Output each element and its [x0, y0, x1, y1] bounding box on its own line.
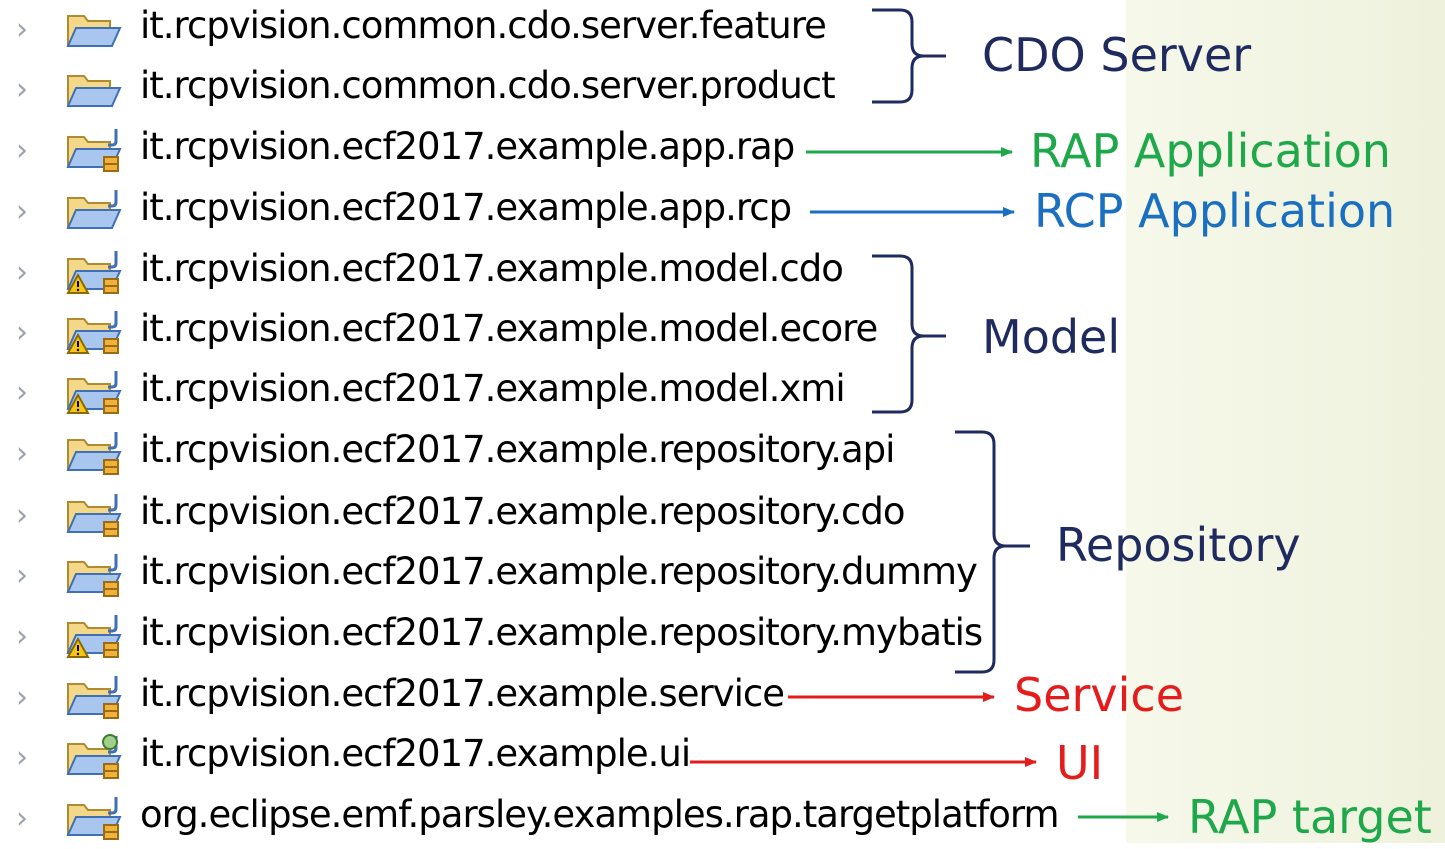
folder-icon: [66, 66, 124, 116]
plugin-warning-icon: [66, 613, 124, 663]
project-name: it.rcpvision.ecf2017.example.ui: [140, 732, 691, 775]
tree-row[interactable]: › it.rcpvision.ecf2017.example.model.ecor…: [0, 303, 1100, 363]
plugin-warning-icon: [66, 369, 124, 419]
chevron-right-icon[interactable]: ›: [16, 315, 28, 350]
chevron-right-icon[interactable]: ›: [16, 72, 28, 107]
cdo-server-brace: [872, 8, 946, 104]
plugin-project-icon: [66, 674, 124, 724]
folder-icon: [66, 6, 124, 56]
chevron-right-icon[interactable]: ›: [16, 498, 28, 533]
chevron-right-icon[interactable]: ›: [16, 133, 28, 168]
chevron-right-icon[interactable]: ›: [16, 619, 28, 654]
tree-row[interactable]: › it.rcpvision.ecf2017.example.app.rcp: [0, 182, 1100, 242]
plugin-warning-icon: [66, 249, 124, 299]
plugin-warning-icon: [66, 309, 124, 359]
tree-row[interactable]: › it.rcpvision.ecf2017.example.repository…: [0, 486, 1100, 546]
chevron-right-icon[interactable]: ›: [16, 194, 28, 229]
plugin-folder-icon: [66, 188, 124, 238]
project-name: it.rcpvision.ecf2017.example.repository.…: [140, 490, 905, 533]
plugin-project-icon: [66, 430, 124, 480]
tree-row[interactable]: › it.rcpvision.ecf2017.example.repository…: [0, 546, 1100, 606]
chevron-right-icon[interactable]: ›: [16, 680, 28, 715]
tree-row[interactable]: › it.rcpvision.ecf2017.example.model.xmi: [0, 363, 1100, 423]
plugin-ui-icon: [66, 734, 124, 784]
tree-row[interactable]: › it.rcpvision.common.cdo.server.product: [0, 60, 1100, 120]
tree-row[interactable]: › it.rcpvision.ecf2017.example.service: [0, 668, 1100, 728]
cdo-server-annotation: CDO Server: [982, 28, 1252, 82]
tree-row[interactable]: › it.rcpvision.ecf2017.example.model.cdo: [0, 243, 1100, 303]
chevron-right-icon[interactable]: ›: [16, 436, 28, 471]
ui-annotation: UI: [1056, 736, 1104, 790]
chevron-right-icon[interactable]: ›: [16, 255, 28, 290]
project-name: it.rcpvision.common.cdo.server.feature: [140, 4, 827, 47]
rap-target-annotation: RAP target: [1188, 790, 1432, 844]
chevron-right-icon[interactable]: ›: [16, 12, 28, 47]
model-brace: [872, 254, 946, 414]
service-annotation: Service: [1014, 668, 1185, 722]
project-name: it.rcpvision.ecf2017.example.model.cdo: [140, 247, 844, 290]
tree-row[interactable]: › it.rcpvision.ecf2017.example.repository…: [0, 424, 1100, 484]
chevron-right-icon[interactable]: ›: [16, 801, 28, 836]
tree-row[interactable]: › it.rcpvision.ecf2017.example.app.rap: [0, 121, 1100, 181]
plugin-project-icon: [66, 492, 124, 542]
tree-row[interactable]: › it.rcpvision.common.cdo.server.feature: [0, 0, 1100, 60]
project-name: org.eclipse.emf.parsley.examples.rap.tar…: [140, 793, 1060, 836]
plugin-project-icon: [66, 127, 124, 177]
project-name: it.rcpvision.ecf2017.example.app.rap: [140, 125, 795, 168]
plugin-project-icon: [66, 552, 124, 602]
repository-brace: [955, 430, 1030, 674]
project-name: it.rcpvision.ecf2017.example.model.ecore: [140, 307, 878, 350]
chevron-right-icon[interactable]: ›: [16, 375, 28, 410]
tree-row[interactable]: › it.rcpvision.ecf2017.example.repository…: [0, 607, 1100, 667]
target-project-icon: [66, 795, 124, 845]
chevron-right-icon[interactable]: ›: [16, 558, 28, 593]
project-name: it.rcpvision.ecf2017.example.repository.…: [140, 550, 978, 593]
chevron-right-icon[interactable]: ›: [16, 740, 28, 775]
tree-row[interactable]: › org.eclipse.emf.parsley.examples.rap.ta…: [0, 789, 1100, 849]
project-name: it.rcpvision.ecf2017.example.app.rcp: [140, 186, 792, 229]
project-name: it.rcpvision.ecf2017.example.service: [140, 672, 785, 715]
tree-row[interactable]: › it.rcpvision.ecf2017.example.ui: [0, 728, 1100, 788]
project-name: it.rcpvision.ecf2017.example.model.xmi: [140, 367, 846, 410]
rap-application-annotation: RAP Application: [1030, 124, 1391, 178]
model-annotation: Model: [982, 310, 1121, 364]
project-name: it.rcpvision.ecf2017.example.repository.…: [140, 611, 983, 654]
repository-annotation: Repository: [1056, 518, 1301, 572]
background-strip: [1126, 0, 1445, 843]
rcp-application-annotation: RCP Application: [1034, 184, 1396, 238]
project-name: it.rcpvision.ecf2017.example.repository.…: [140, 428, 895, 471]
project-name: it.rcpvision.common.cdo.server.product: [140, 64, 836, 107]
